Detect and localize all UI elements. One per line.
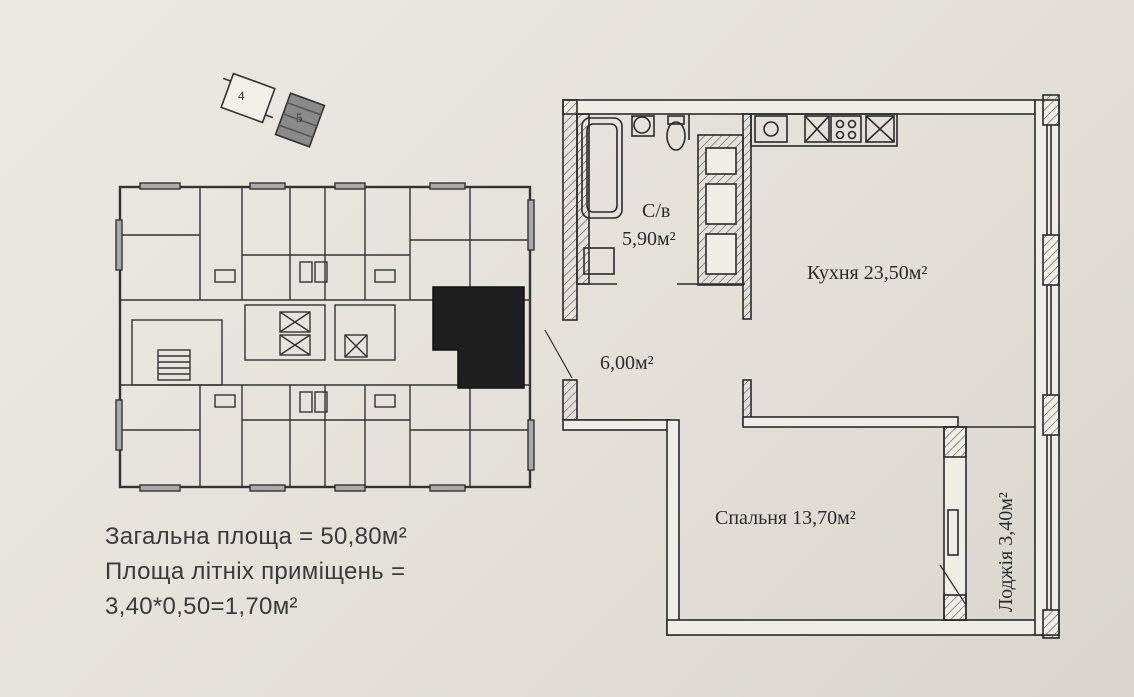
top-wall — [562, 99, 1036, 115]
key-plan-section-4 — [220, 72, 276, 124]
key-plan-label-4: 4 — [238, 88, 245, 103]
bedroom-left-wall — [666, 419, 680, 636]
kitchen-counter — [750, 113, 898, 147]
summer-area-formula: 3,40*0,50=1,70м² — [105, 593, 298, 620]
bathroom-name-label: С/в — [642, 200, 671, 222]
bedroom-label: Спальня 13,70м² — [715, 507, 856, 529]
bathroom-area-label: 5,90м² — [622, 228, 676, 250]
kitchen-label: Кухня 23,50м² — [807, 262, 928, 284]
bathtub-fixture — [581, 117, 623, 219]
kitchen-sink — [763, 121, 779, 137]
toilet-fixture — [666, 121, 686, 151]
left-wall-lower — [562, 379, 578, 421]
loggia-label: Лоджія 3,40м² — [995, 492, 1017, 612]
washer-fixture — [583, 247, 615, 275]
highlighted-apartment — [432, 286, 525, 389]
hall-area-label: 6,00м² — [600, 352, 654, 374]
sink-fixture — [633, 116, 651, 134]
stove-fixture — [830, 115, 862, 143]
left-wall-upper — [562, 99, 578, 321]
bottom-wall — [666, 619, 1051, 636]
total-area-text: Загальна площа = 50,80м² — [105, 523, 408, 550]
summer-area-label: Площа літніх приміщень = — [105, 558, 406, 585]
key-plan-label-5: 5 — [296, 110, 303, 125]
entrance-door-swing — [544, 329, 573, 379]
